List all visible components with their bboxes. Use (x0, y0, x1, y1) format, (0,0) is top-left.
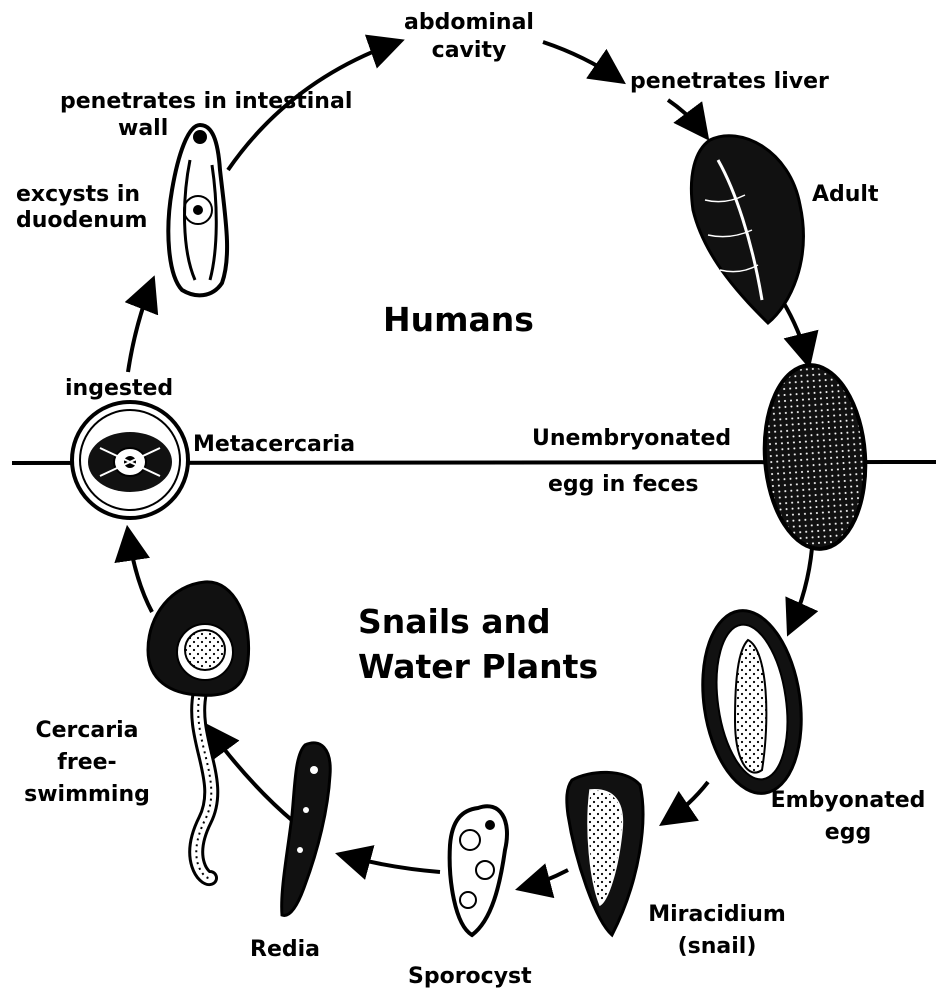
metacercaria-icon (72, 402, 188, 518)
embryonated-egg-icon (692, 604, 813, 800)
label-metacercaria: Metacercaria (193, 430, 355, 460)
arrow-redia-to-cercaria (208, 728, 294, 822)
label-cercaria-3: swimming (14, 780, 160, 810)
sporocyst-icon (450, 806, 507, 935)
label-unembryonated-1: Unembryonated (532, 424, 731, 454)
label-redia: Redia (250, 935, 320, 965)
label-embryonated-1: Embyonated (760, 786, 936, 816)
region-label-snails-line2: Water Plants (358, 645, 598, 689)
region-label-humans: Humans (383, 298, 534, 342)
label-cercaria-1: Cercaria (14, 716, 160, 746)
miracidium-icon (567, 772, 643, 935)
label-ingested: ingested (65, 374, 173, 404)
label-miracidium-2: (snail) (643, 932, 791, 962)
arrow-liver-to-adult (668, 100, 705, 135)
label-unembryonated-2: egg in feces (548, 470, 699, 500)
label-miracidium-1: Miracidium (643, 900, 791, 930)
unembryonated-egg-icon (759, 362, 872, 553)
adult-fluke-icon (691, 136, 803, 323)
excysting-fluke-icon (168, 125, 227, 295)
label-cercaria-2: free- (14, 748, 160, 778)
label-excysts-2: duodenum (16, 206, 147, 236)
arrow-embryonated-to-miracidium (665, 782, 708, 822)
label-penetrates-liver: penetrates liver (630, 67, 829, 97)
arrow-cavity-to-liver (543, 42, 620, 80)
arrow-sporocyst-to-redia (342, 855, 440, 872)
label-abdominal-cavity-2: cavity (395, 36, 543, 66)
arrow-metacercaria-to-excyst (128, 282, 152, 372)
cercaria-icon (148, 582, 249, 878)
region-label-snails-line1: Snails and (358, 600, 551, 644)
label-intestinal-wall-1: penetrates in intestinal (60, 87, 352, 117)
arrow-adult-to-egg (782, 300, 808, 362)
arrow-egg-to-embryonated (790, 548, 812, 630)
arrow-miracidium-to-sporocyst (522, 870, 568, 888)
label-intestinal-wall-2: wall (118, 114, 168, 144)
arrow-cercaria-to-metacercaria (128, 532, 152, 612)
label-embryonated-2: egg (760, 818, 936, 848)
label-abdominal-cavity-1: abdominal (395, 8, 543, 38)
redia-icon (282, 743, 331, 916)
label-adult: Adult (812, 180, 879, 210)
label-sporocyst: Sporocyst (408, 962, 532, 992)
